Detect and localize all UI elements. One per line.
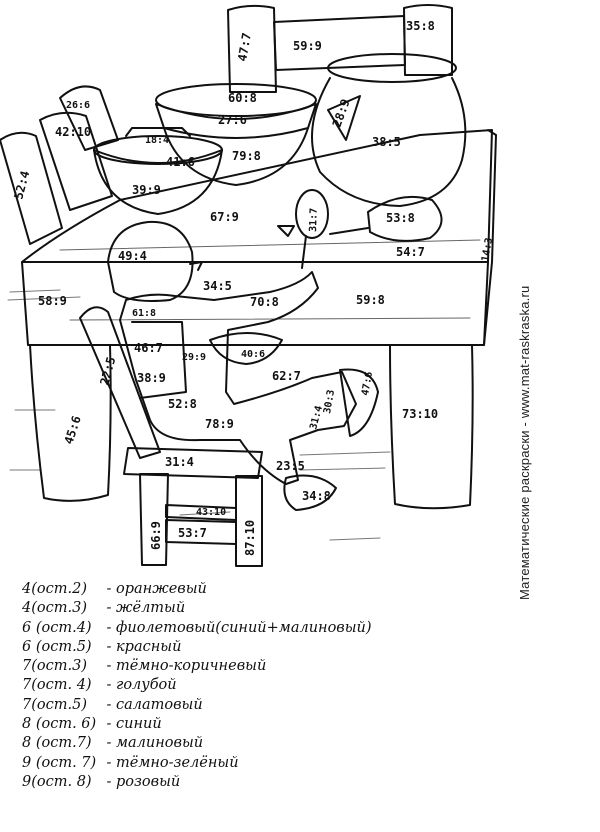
label-bowl-back-rim: 60:8 <box>228 91 257 105</box>
label-roll-top: 26:6 <box>66 100 90 111</box>
legend-condition: 4(ост.2) <box>22 581 87 597</box>
label-boy-shoe-left: 34:8 <box>302 489 331 503</box>
label-boy-shoulder: 61:8 <box>132 308 156 319</box>
label-boy-skirt: 78:9 <box>205 417 234 431</box>
label-table-front-left: 58:9 <box>38 294 67 308</box>
legend-condition: 8 (ост.7) <box>22 735 92 752</box>
legend-condition: 9 (ост. 7) <box>22 754 97 771</box>
legend-row: 7(ост.5)-салатовый <box>22 696 422 715</box>
label-boy-shin: 23:5 <box>276 459 305 473</box>
legend-condition: 4(ост.3) <box>22 600 87 617</box>
label-chair-rung: 53:7 <box>178 526 207 540</box>
label-boy-collar: 34:5 <box>203 279 232 293</box>
legend-color-name: тёмно-коричневый <box>116 658 267 675</box>
legend-row: 7(ост. 4)-голубой <box>22 676 422 695</box>
label-boy-knee: 30:3 <box>322 389 337 415</box>
label-post-left: 47:7 <box>235 32 254 63</box>
color-legend: 4(ост.2)-оранжевый 4(ост.3)-жёлтый 6 (ос… <box>22 580 422 792</box>
rolled-cloths <box>0 85 119 245</box>
bowl-left <box>93 127 223 215</box>
label-back-top: 59:9 <box>293 39 322 53</box>
legend-color-name: синий <box>116 716 162 733</box>
label-boy-shoe-right: 47:6 <box>360 371 375 397</box>
label-boy-leg-top: 62:7 <box>272 369 301 383</box>
label-spoon-bowl: 31:7 <box>308 208 320 232</box>
legend-condition: 9(ост. 8) <box>22 773 92 790</box>
label-bowl-left-body: 39:9 <box>132 183 161 197</box>
ladle <box>329 195 443 242</box>
table-legs <box>29 344 474 510</box>
label-table-far-right: 14:3 <box>480 237 495 263</box>
label-bowl-back-front: 27:6 <box>218 113 247 127</box>
label-boy-belt: 29:9 <box>182 352 206 363</box>
label-bowl-back-body: 79:8 <box>232 149 261 163</box>
table <box>21 129 497 346</box>
legend-color-name: жёлтый <box>116 600 186 617</box>
legend-condition: 7(ост.5) <box>22 696 87 713</box>
legend-condition: 7(ост.3) <box>22 658 87 675</box>
label-pot-lid: 28:9 <box>330 97 353 129</box>
legend-color-name: фиолетовый(синий+малиновый) <box>116 619 372 636</box>
label-table-top-center: 67:9 <box>210 210 239 224</box>
label-pot-body: 38:5 <box>372 135 401 149</box>
legend-color-name: голубой <box>116 677 177 694</box>
label-table-right-edge: 54:7 <box>396 245 425 259</box>
pot <box>311 53 467 207</box>
label-chair-leg-left: 66:9 <box>149 521 163 550</box>
label-boy-chest: 46:7 <box>134 341 163 355</box>
legend-row: 8 (ост.7)-малиновый <box>22 734 422 753</box>
label-chair-back: 22:5 <box>97 355 118 387</box>
label-chair-rung-top: 43:10 <box>196 507 226 518</box>
chair <box>79 306 263 567</box>
legend-row: 9 (ост. 7)-тёмно-зелёный <box>22 754 422 773</box>
label-boy-lap: 52:8 <box>168 397 197 411</box>
bowl-back <box>155 83 317 186</box>
site-caption: Математические раскраски - www.mat-raskr… <box>517 285 532 600</box>
label-table-leg-right: 73:10 <box>402 407 438 421</box>
label-roll-middle: 42:10 <box>55 125 91 139</box>
label-boy-arm-right: 70:8 <box>250 295 279 309</box>
legend-row: 9(ост. 8)-розовый <box>22 773 422 792</box>
legend-condition: 8 (ост. 6) <box>22 716 97 733</box>
legend-condition: 6 (ост.4) <box>22 619 92 636</box>
label-chair-leg-right: 87:10 <box>243 520 257 556</box>
legend-row: 8 (ост. 6)-синий <box>22 715 422 734</box>
legend-row: 4(ост.3)-жёлтый <box>22 599 422 618</box>
label-boy-hair: 49:4 <box>118 249 147 263</box>
legend-row: 6 (ост.5)-красный <box>22 638 422 657</box>
legend-color-name: розовый <box>116 773 181 790</box>
label-boy-sleeve: 38:9 <box>137 371 166 385</box>
label-ladle-bowl: 53:8 <box>386 211 415 225</box>
legend-color-name: малиновый <box>116 735 204 752</box>
legend-color-name: красный <box>116 638 182 655</box>
label-small-bowl: 40:6 <box>241 349 265 360</box>
label-bowl-left-top: 18:4 <box>145 135 169 146</box>
legend-color-name: тёмно-зелёный <box>116 754 239 771</box>
label-post-right: 35:8 <box>406 19 435 33</box>
legend-row: 6 (ост.4)-фиолетовый(синий+малиновый) <box>22 619 422 638</box>
legend-row: 7(ост.3)-тёмно-коричневый <box>22 657 422 676</box>
boy <box>107 220 379 511</box>
legend-condition: 7(ост. 4) <box>22 677 92 694</box>
label-roll-left: 52:4 <box>11 169 32 201</box>
label-boy-calf: 31:4 <box>308 405 325 431</box>
label-bowl-left-rim: 41:6 <box>166 155 195 169</box>
legend-color-name: оранжевый <box>116 581 207 597</box>
label-table-front-right: 59:8 <box>356 293 385 307</box>
legend-condition: 6 (ост.5) <box>22 638 92 655</box>
legend-row: 4(ост.2)-оранжевый <box>22 580 422 599</box>
spoon <box>277 189 329 269</box>
label-table-leg-left: 45:6 <box>62 414 84 446</box>
label-chair-seat: 31:4 <box>165 455 194 469</box>
legend-color-name: салатовый <box>116 696 203 713</box>
